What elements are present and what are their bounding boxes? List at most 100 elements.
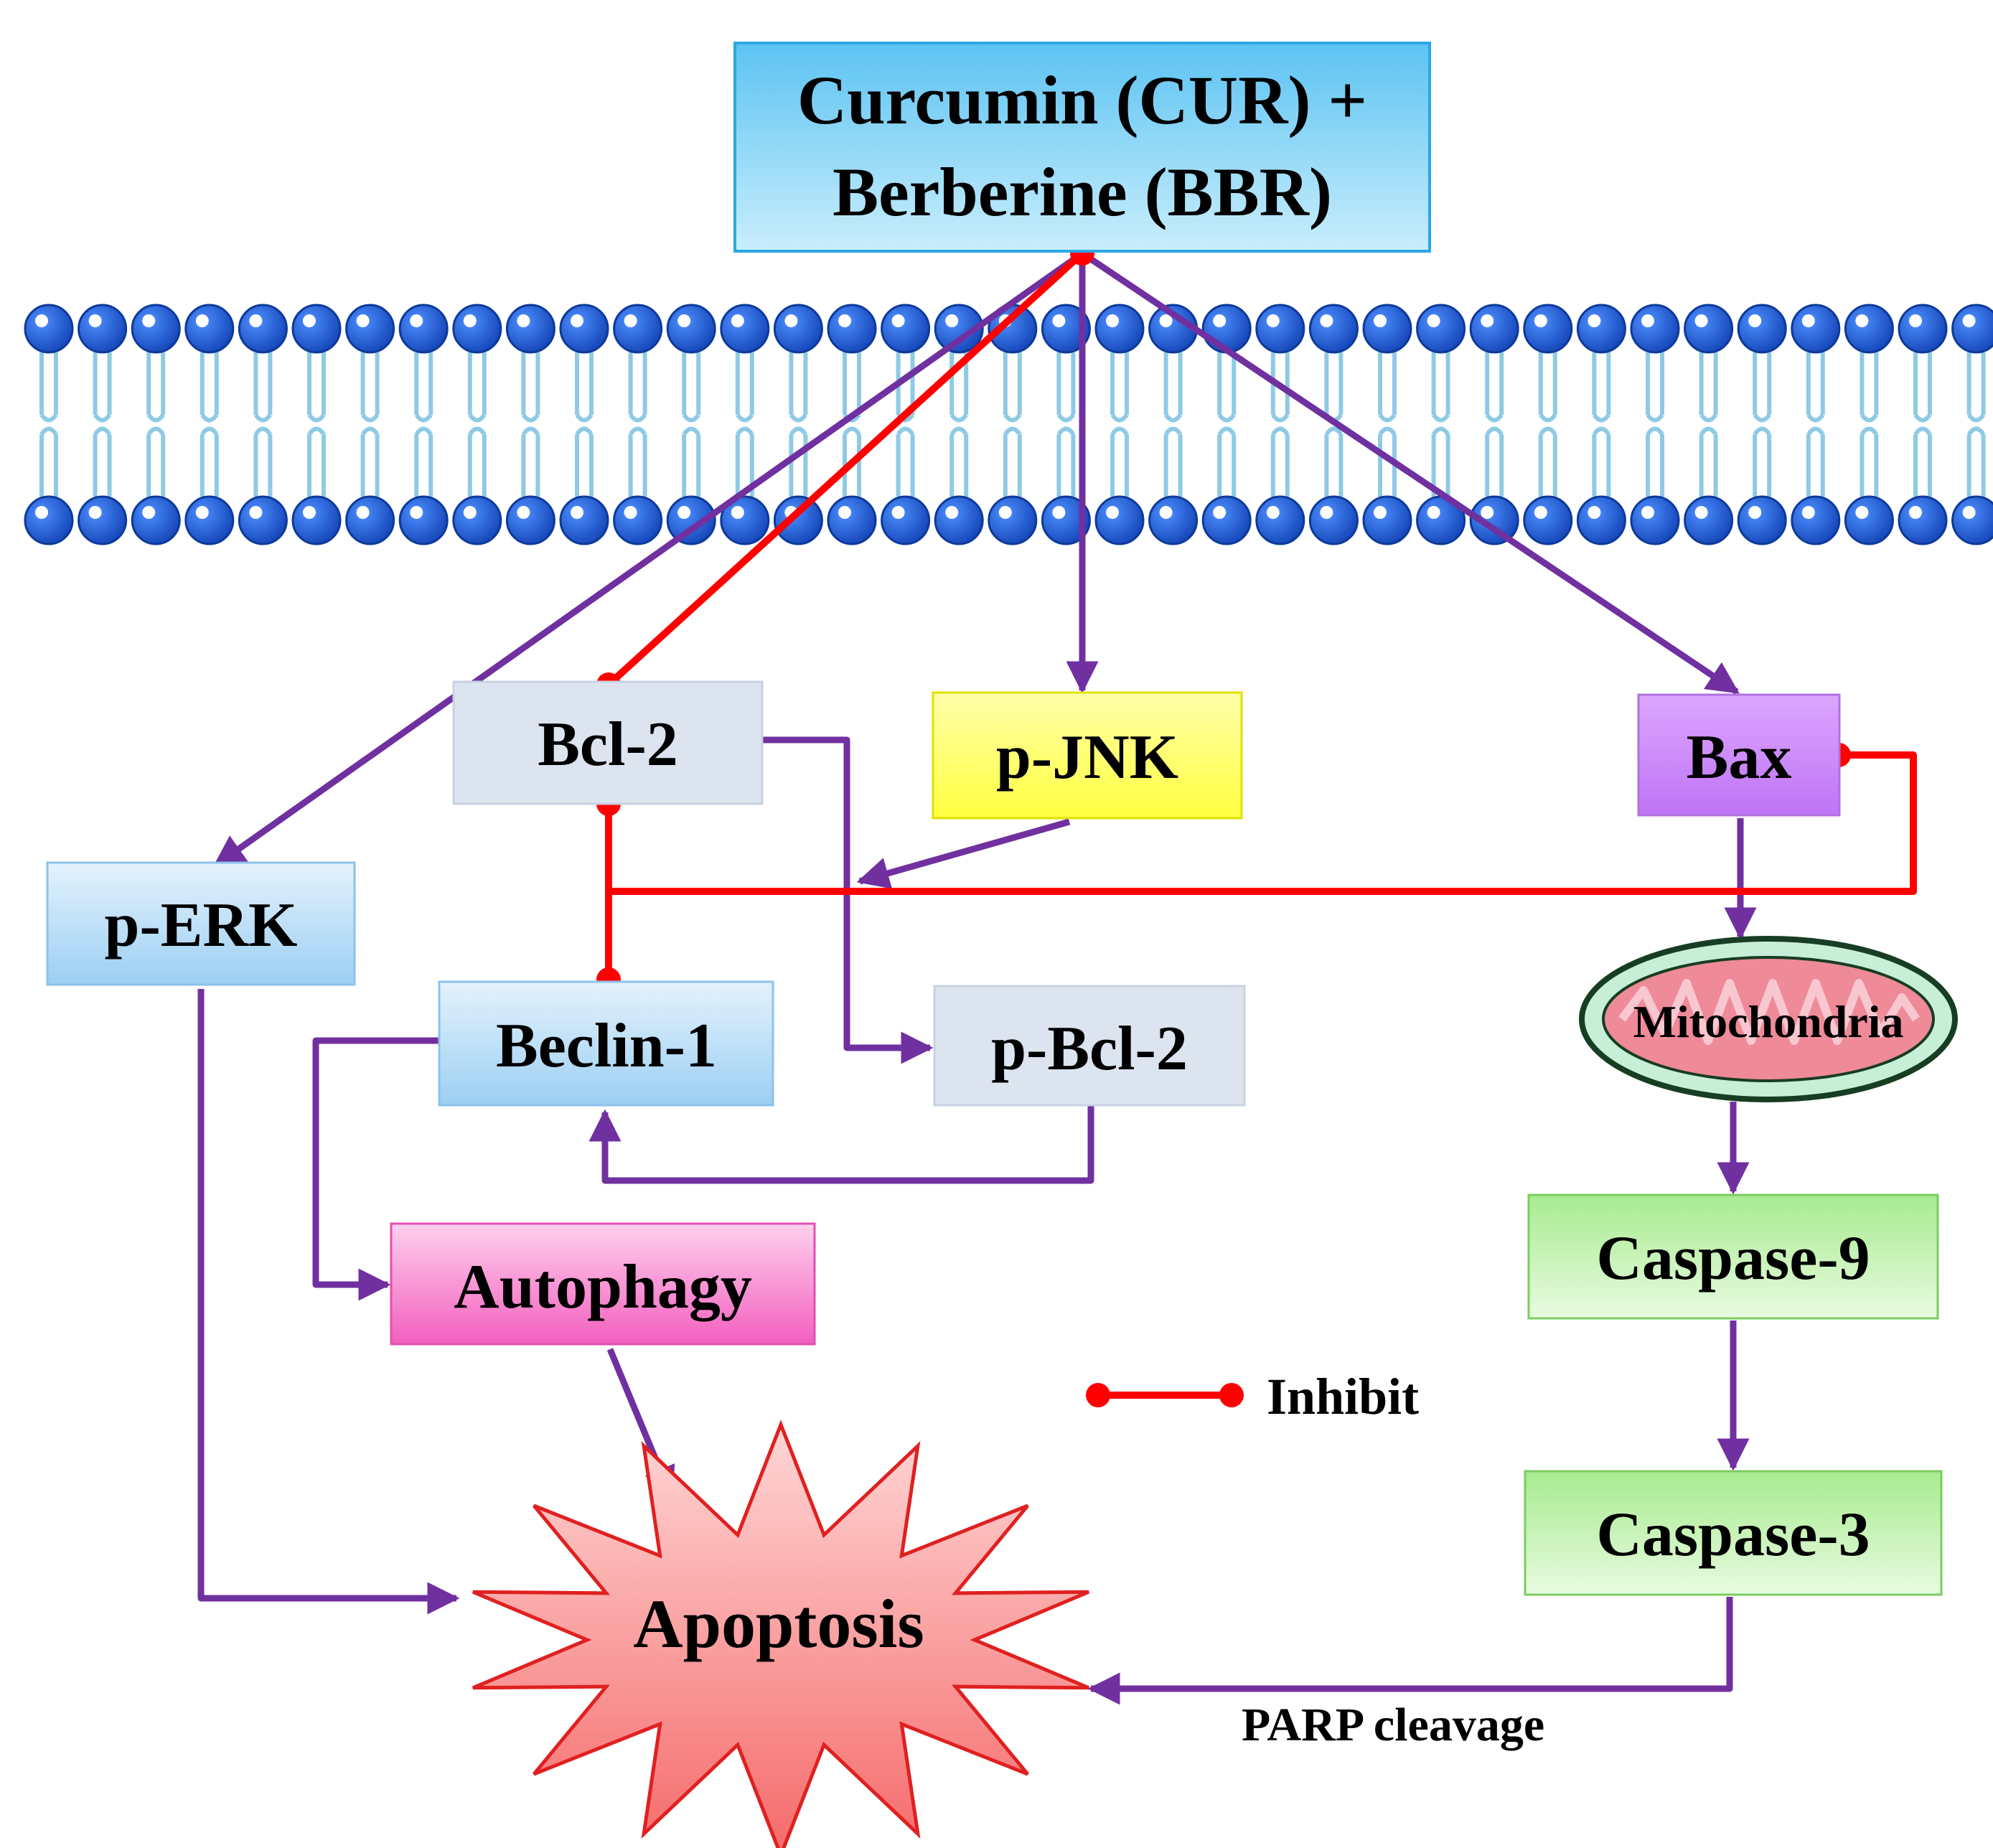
lipid-head (1308, 495, 1359, 545)
lipid-head-highlight (1106, 506, 1119, 519)
lipid-head-highlight (945, 314, 959, 327)
lipid-head-highlight (571, 506, 583, 519)
lipid-head (398, 495, 449, 545)
lipid-tail (146, 352, 166, 423)
lipid-head-highlight (463, 314, 477, 327)
lipid-head (1469, 304, 1519, 354)
lipid-head (881, 495, 931, 545)
lipid-head (1362, 495, 1412, 545)
lipid-tail (39, 426, 58, 497)
caspase9-label: Caspase-9 (1596, 1224, 1870, 1293)
lipid-tail (253, 352, 273, 423)
lipid-head-highlight (1213, 506, 1227, 519)
lipid-head-highlight (1801, 506, 1815, 519)
lipid-head-highlight (624, 314, 637, 327)
node-caspase3: Caspase-3 (1524, 1470, 1943, 1596)
lipid-tail (1056, 352, 1076, 423)
lipid-tail (1003, 426, 1022, 497)
lipid-tail (949, 426, 969, 497)
lipid-head-highlight (410, 506, 423, 519)
lipid-head (1255, 495, 1305, 545)
lipid-head (881, 304, 931, 354)
lipid-head (1951, 304, 1993, 354)
lipid-head (1416, 304, 1466, 354)
node-pbcl2: p-Bcl-2 (933, 985, 1246, 1107)
lipid-tail (1699, 352, 1718, 423)
lipid-head (934, 495, 984, 545)
lipid-head-highlight (731, 314, 744, 327)
lipid-tail (200, 426, 219, 497)
lipid-head-highlight (1694, 314, 1708, 327)
starburst-shape (472, 1420, 1089, 1848)
lipid-head (1308, 304, 1359, 354)
lipid-head (666, 304, 716, 354)
lipid-head (1523, 304, 1573, 354)
lipid-tail (735, 352, 754, 423)
lipid-tail (414, 426, 433, 497)
lipid-tail (1538, 352, 1557, 423)
lipid-head (505, 304, 555, 354)
lipid-tail (253, 426, 273, 497)
lipid-tail (682, 426, 701, 497)
lipid-head-highlight (1641, 314, 1654, 327)
lipid-head (1523, 495, 1573, 545)
lipid-tail (467, 426, 487, 497)
lipid-head-highlight (517, 314, 530, 327)
lipid-head (452, 304, 502, 354)
lipid-head-highlight (1855, 314, 1869, 327)
lipid-head-highlight (1641, 506, 1654, 519)
lipid-tail (1217, 426, 1237, 497)
lipid-head-highlight (1320, 314, 1333, 327)
lipid-head-highlight (517, 506, 530, 519)
lipid-tail (39, 352, 58, 423)
lipid-tail (1966, 426, 1986, 497)
lipid-tail (307, 352, 326, 423)
lipid-head (1362, 304, 1412, 354)
lipid-tail (1753, 352, 1772, 423)
lipid-head (505, 495, 555, 545)
lipid-head-highlight (463, 506, 477, 519)
lipid-head (238, 304, 288, 354)
lipid-head (184, 495, 235, 545)
lipid-head-highlight (1801, 314, 1815, 327)
cur-bbr-line1: Curcumin (CUR) + (797, 62, 1367, 139)
lipid-head (1255, 304, 1305, 354)
lipid-tail (146, 426, 166, 497)
lipid-head (1684, 304, 1734, 354)
lipid-head (78, 495, 128, 545)
lipid-tail (307, 426, 326, 497)
lipid-head-highlight (677, 506, 691, 519)
lipid-tail (1378, 352, 1397, 423)
lipid-tail (93, 352, 112, 423)
lipid-head-highlight (891, 314, 905, 327)
lipid-tail (1592, 352, 1611, 423)
lipid-head (1898, 495, 1948, 545)
arrow-cur-to-bax (1080, 250, 1740, 695)
lipid-tail (1860, 352, 1879, 423)
lipid-head-highlight (1052, 506, 1066, 519)
lipid-head-highlight (945, 506, 959, 519)
lipid-head (1737, 495, 1787, 545)
inhibit-cur-to-bcl2 (596, 240, 1095, 698)
lipid-head (398, 304, 449, 354)
lipid-tail (360, 426, 380, 497)
lipid-tail (1966, 352, 1986, 423)
lipid-head-highlight (838, 314, 851, 327)
lipid-tail (789, 426, 808, 497)
cell-membrane (24, 304, 1993, 545)
lipid-tail (414, 352, 433, 423)
lipid-head-highlight (1962, 506, 1976, 519)
lipid-head-highlight (1909, 314, 1922, 327)
node-autophagy: Autophagy (390, 1222, 816, 1346)
node-apoptosis: Apoptosis (472, 1420, 1089, 1848)
lipid-head (773, 304, 823, 354)
lipid-head (1630, 304, 1680, 354)
lipid-tail (1860, 426, 1879, 497)
lipid-head-highlight (35, 314, 48, 327)
lipid-head (24, 304, 74, 354)
lipid-head-highlight (303, 506, 316, 519)
node-pjnk: p-JNK (932, 691, 1243, 820)
lipid-head (131, 495, 181, 545)
lipid-head (238, 495, 288, 545)
lipid-tail (521, 426, 540, 497)
